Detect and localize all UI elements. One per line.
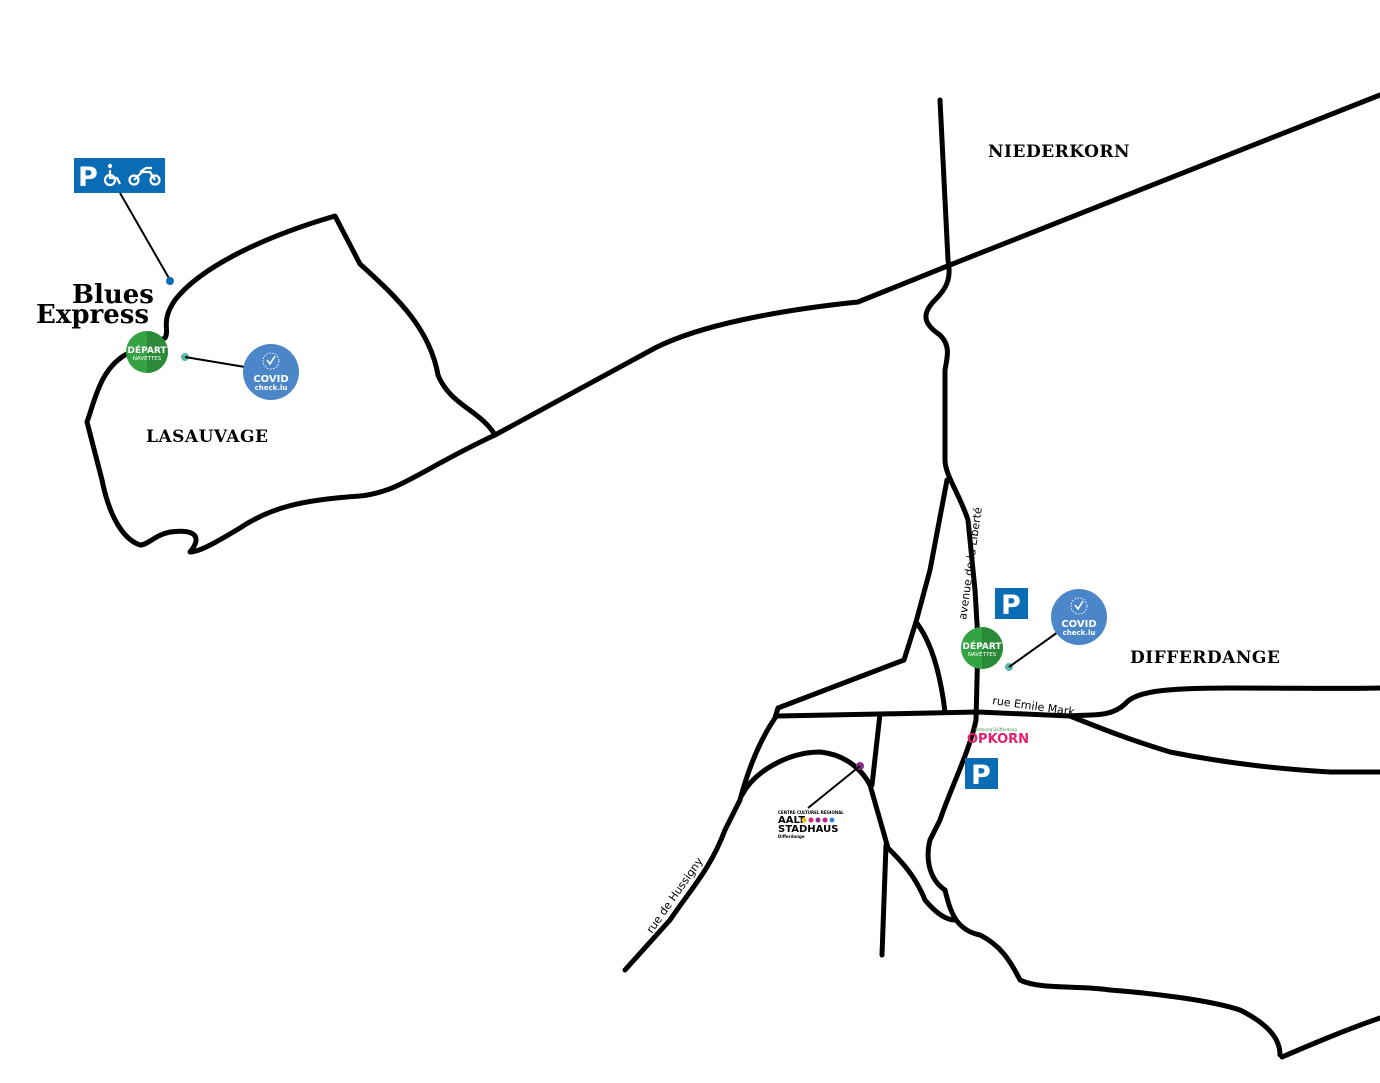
shuttle-stop-shade (982, 627, 1003, 669)
parking-sign-lasauvage[interactable]: P (74, 158, 165, 193)
opkorn-logo: OPKORN (967, 732, 1029, 747)
leader-line-covid-lasauvage (184, 356, 246, 368)
opkorn-tagline: Gemeng Déifferdeng (975, 727, 1017, 732)
covid-check-sublabel: check.lu (1063, 629, 1096, 637)
road-rue-emile-mark (775, 685, 1380, 719)
venue-aalt-stadhaus[interactable]: CENTRE CULTUREL RÉGIONAL AALT STADHAUS D… (778, 810, 844, 839)
checkmark-icon (1074, 600, 1084, 611)
brand-line-1: Blues (72, 280, 154, 310)
motorcycle-icon (128, 166, 161, 186)
aalt-stadhaus-tagline: CENTRE CULTUREL RÉGIONAL (778, 810, 844, 815)
road-emile-mark-east (1067, 713, 1380, 775)
parking-sign-background (995, 588, 1028, 619)
covid-check-badge (243, 344, 299, 400)
shuttle-stop-sublabel: NAVETTES (133, 356, 162, 362)
parking-icon: P (1001, 590, 1021, 621)
covid-check-label: COVID (1061, 619, 1096, 630)
street-label-avenue-liberte: avenue de la Liberté (956, 506, 985, 620)
leader-line-parking-lasauvage (119, 192, 171, 281)
road-connector-west (913, 619, 948, 715)
road-rue-hussigny (622, 477, 950, 973)
covid-check-badge-lasauvage[interactable]: COVID check.lu (243, 344, 299, 400)
leader-line-aalt-stadhaus (807, 765, 861, 809)
aalt-stadhaus-city: Differdange (778, 834, 805, 839)
venue-opkorn[interactable]: Gemeng Déifferdeng OPKORN (967, 727, 1029, 747)
road-southeast (1279, 1015, 1380, 1060)
parking-icon: P (78, 162, 98, 193)
road-south-spur (869, 711, 889, 958)
shuttle-stop-sublabel: NAVETTES (968, 652, 997, 658)
aalt-stadhaus-name-2: STADHAUS (778, 824, 838, 835)
parking-sign-background (965, 758, 998, 789)
covid-check-badge-differdange[interactable]: COVID check.lu (1051, 589, 1107, 645)
aalt-stadhaus-dots (801, 817, 835, 823)
road-niederkorn-north (923, 97, 1283, 1058)
road-stadhaus-loop (739, 749, 958, 923)
parking-location-marker[interactable] (166, 277, 174, 285)
road-main-niederkorn-lasauvage (84, 92, 1380, 555)
opkorn-name: OPKORN (967, 732, 1029, 747)
town-label-lasauvage: LASAUVAGE (146, 427, 268, 447)
leader-line-covid-differdange (1008, 631, 1059, 668)
wheelchair-icon (103, 163, 121, 187)
road-network (84, 92, 1380, 1060)
eu-stars-icon (1070, 597, 1088, 615)
brand-line-2: Express (36, 300, 149, 330)
parking-sign-background (74, 158, 165, 193)
town-label-niederkorn: NIEDERKORN (988, 142, 1130, 162)
street-label-rue-hussigny: rue de Hussigny (644, 855, 706, 936)
shuttle-stop-label: DÉPART (127, 344, 167, 356)
shuttle-stop-label: DÉPART (962, 640, 1002, 652)
shuttle-stop-lasauvage[interactable]: DÉPART NAVETTES (126, 331, 168, 373)
blues-express-logo: Blues Express (36, 280, 154, 330)
town-label-differdange: DIFFERDANGE (1130, 648, 1280, 668)
parking-sign-differdange-south[interactable]: P (965, 758, 998, 791)
eu-stars-icon (262, 352, 280, 370)
shuttle-stop-shade (147, 331, 168, 373)
covid-check-label: COVID (253, 374, 288, 385)
covid-check-badge (1051, 589, 1107, 645)
shuttle-stop-differdange[interactable]: DÉPART NAVETTES (961, 627, 1003, 669)
checkmark-icon (266, 355, 276, 366)
covid-check-sublabel: check.lu (255, 384, 288, 392)
parking-icon: P (971, 760, 991, 791)
parking-sign-differdange-north[interactable]: P (995, 588, 1028, 621)
aalt-stadhaus-name-1: AALT (778, 815, 805, 826)
